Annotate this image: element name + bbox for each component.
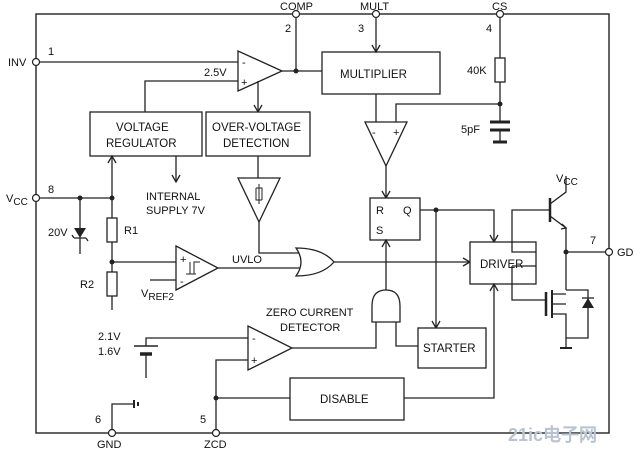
svg-text:INV: INV: [8, 57, 27, 69]
resistor-r2: [106, 271, 118, 297]
svg-text:8: 8: [48, 184, 54, 196]
pin-inv: INV 1: [8, 46, 54, 69]
zero-current-comparator: - +: [247, 324, 294, 372]
svg-text:-: -: [252, 333, 256, 345]
over-voltage-label-1: OVER-VOLTAGE: [212, 122, 301, 134]
svg-text:3: 3: [358, 23, 364, 35]
ic-frame: [35, 13, 610, 434]
pin-mult: MULT 3: [358, 1, 389, 35]
resistor-40k: [494, 57, 506, 83]
starter-block: [417, 327, 487, 369]
error-amplifier: - +: [237, 49, 284, 93]
zcd-ref-1-6v: 1.6V: [98, 346, 121, 358]
svg-text:7: 7: [590, 235, 596, 247]
svg-text:COMP: COMP: [280, 1, 313, 13]
svg-text:+: +: [251, 355, 257, 367]
rs-latch: [369, 197, 421, 241]
pin-gnd: GND 6: [95, 414, 122, 451]
svg-text:1: 1: [48, 46, 54, 58]
disable-label: DISABLE: [320, 394, 369, 406]
r1-label: R1: [124, 225, 138, 237]
capacitor-5pf: [490, 120, 510, 144]
cap-5pf-label: 5pF: [461, 124, 480, 136]
uvlo-label: UVLO: [232, 254, 262, 266]
vref2-label: VREF2: [141, 288, 174, 303]
svg-text:MULT: MULT: [360, 1, 389, 13]
disable-block: [289, 377, 405, 421]
output-stage: [511, 176, 605, 349]
svg-text:+: +: [241, 77, 247, 89]
uvlo-comparator: + -: [175, 244, 220, 292]
voltage-regulator-label-2: REGULATOR: [106, 138, 177, 150]
multiplier-block: [321, 51, 441, 95]
over-voltage-label-2: DETECTION: [223, 138, 289, 150]
multiplier-label: MULTIPLIER: [340, 69, 407, 81]
zcd-title-1: ZERO CURRENT: [266, 307, 354, 319]
vcc-out-label: VCC: [556, 173, 578, 188]
svg-text:6: 6: [95, 414, 101, 426]
svg-text:-: -: [242, 57, 246, 69]
internal-supply-label-1: INTERNAL: [146, 191, 200, 203]
ref-2-5v-label: 2.5V: [204, 67, 227, 79]
svg-text:+: +: [393, 127, 399, 139]
latch-s-label: S: [376, 225, 383, 237]
svg-text:+: +: [180, 254, 186, 266]
svg-text:-: -: [372, 127, 376, 139]
pin-comp: COMP 2: [280, 1, 313, 35]
starter-label: STARTER: [423, 343, 476, 355]
svg-text:GND: GND: [97, 439, 122, 451]
svg-text:ZCD: ZCD: [204, 439, 227, 451]
res-40k-label: 40K: [467, 65, 487, 77]
driver-label: DRIVER: [480, 259, 523, 271]
current-comparator: - +: [363, 121, 409, 168]
voltage-regulator-block: [89, 111, 203, 157]
and-gate: [371, 289, 401, 323]
svg-text:5: 5: [200, 414, 206, 426]
zener-20v-label: 20V: [48, 227, 68, 239]
svg-text:CS: CS: [492, 1, 507, 13]
zcd-reference-cell: [134, 345, 158, 378]
pin-gd: GD 7: [590, 235, 634, 259]
zcd-ref-2-1v: 2.1V: [98, 331, 121, 343]
or-gate: [294, 247, 335, 277]
svg-text:2: 2: [285, 23, 291, 35]
r2-label: R2: [80, 279, 94, 291]
svg-text:VCC: VCC: [6, 193, 28, 208]
pin-zcd: ZCD 5: [200, 414, 227, 451]
zener-20v: [71, 198, 89, 246]
latch-r-label: R: [376, 205, 384, 217]
resistor-r1: [106, 217, 118, 243]
svg-text:4: 4: [486, 23, 492, 35]
svg-text:-: -: [180, 276, 184, 288]
pin-vcc: VCC 8: [6, 184, 54, 208]
internal-supply-label-2: SUPPLY 7V: [146, 205, 206, 217]
driver-block: [469, 241, 537, 285]
watermark: 21ic电子网: [508, 424, 597, 445]
latch-q-label: Q: [403, 205, 412, 217]
svg-text:GD: GD: [617, 247, 634, 259]
voltage-regulator-label-1: VOLTAGE: [116, 122, 169, 134]
pin-cs: CS 4: [486, 1, 507, 35]
zcd-title-2: DETECTOR: [280, 322, 340, 334]
ovp-hysteresis-buffer: [236, 177, 282, 224]
